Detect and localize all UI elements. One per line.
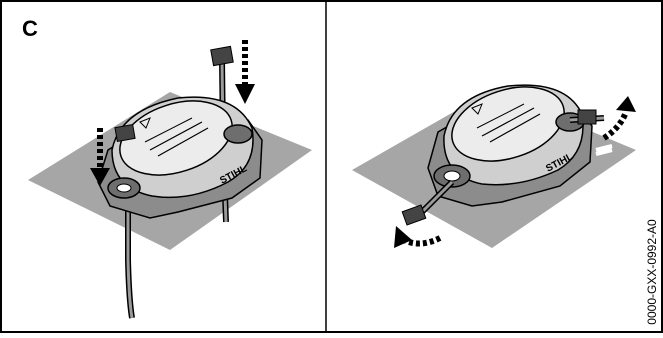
panel-left: STIHL [28,40,312,318]
panel-right: STIHL [352,74,636,248]
mount-hole-left-r [444,171,460,181]
arrow-curve-right [604,96,636,138]
tie-head-left-r [402,205,426,225]
tie-head-right-r [578,110,596,124]
tie-head-left [115,125,135,142]
tie-head-right [211,46,233,65]
panel-label: C [22,16,38,42]
arrow-curve-left [394,226,440,248]
mount-lug-right [224,125,252,143]
mount-hole-left [117,184,131,192]
image-code: 0000-GXX-0992-A0 [645,219,659,324]
arrow-down-right [235,40,255,104]
